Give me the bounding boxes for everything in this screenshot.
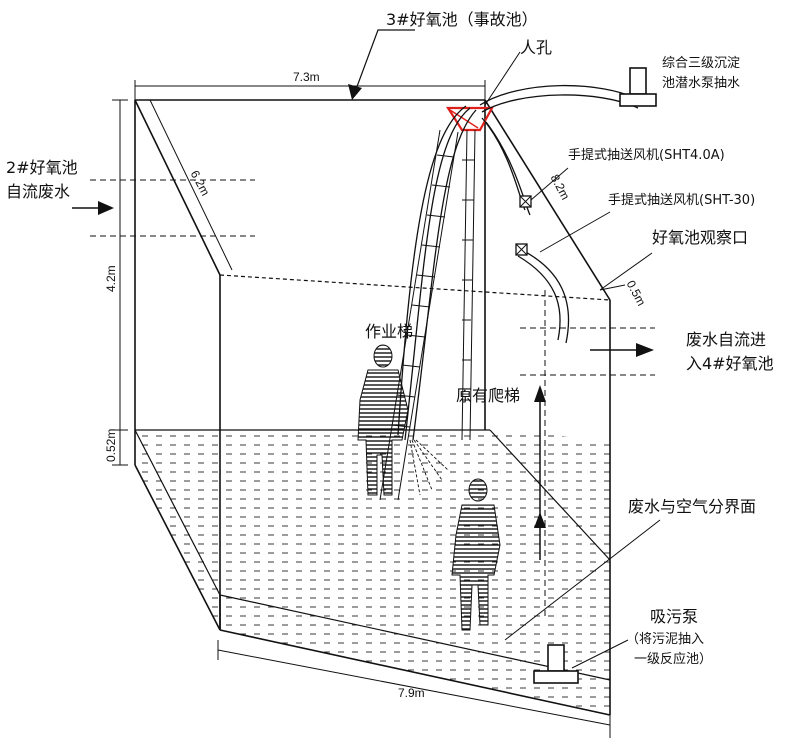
sludge-pump-label: 吸污泵 [650,607,699,626]
outflow-label-line1: 废水自流进 [686,330,767,349]
observation-leader [599,252,653,291]
inflow-label-line2: 自流废水 [6,182,71,201]
fan2-label: 手提式抽送风机(SHT-30) [608,193,756,208]
dim-bottom-length: 7.9m [398,686,425,700]
observation-port-label: 好氧池观察口 [652,228,749,247]
guide-lines [90,179,655,620]
work-ladder-label: 作业梯 [365,322,414,341]
wastewater-volume [135,430,610,715]
dim-height-lower: 0.52m [104,428,118,462]
submersible-pump-top [619,67,657,107]
sludge-pump-leader [571,639,629,669]
top-pump-label-line2: 池潜水泵抽水 [662,76,741,91]
sludge-pump [533,644,579,684]
outflow-label-line2: 入4#好氧池 [686,354,774,373]
inflow-label-line1: 2#好氧池 [6,158,78,177]
height-arrow [534,385,546,560]
title-leader [348,29,415,100]
sludge-pump-note-line1: （将污泥抽入 [626,632,705,647]
inflow-arrow [72,201,114,215]
interface-label: 废水与空气分界面 [628,497,757,516]
title-label: 3#好氧池（事故池） [386,10,538,29]
manhole-label: 人孔 [520,38,553,57]
fan-box-2 [515,211,611,256]
dimension-lines [112,80,626,738]
outflow-arrow [590,343,654,357]
manhole [445,51,521,132]
sludge-pump-note-line2: 一级反应池） [634,652,713,667]
interface-leader [504,519,661,641]
original-ladder-label: 原有爬梯 [456,386,521,405]
fan-box-1 [519,167,569,208]
worker-figure-1 [357,344,409,496]
dim-top-length: 7.3m [293,70,320,84]
spray-lines [409,439,449,496]
tank-outline [134,99,611,716]
worker-figure-2 [451,478,501,631]
fan1-label: 手提式抽送风机(SHT4.0A) [568,148,725,163]
top-pump-label-line1: 综合三级沉淀 [662,56,741,71]
original-ladder [461,129,476,441]
dim-height-upper: 4.2m [104,265,118,292]
